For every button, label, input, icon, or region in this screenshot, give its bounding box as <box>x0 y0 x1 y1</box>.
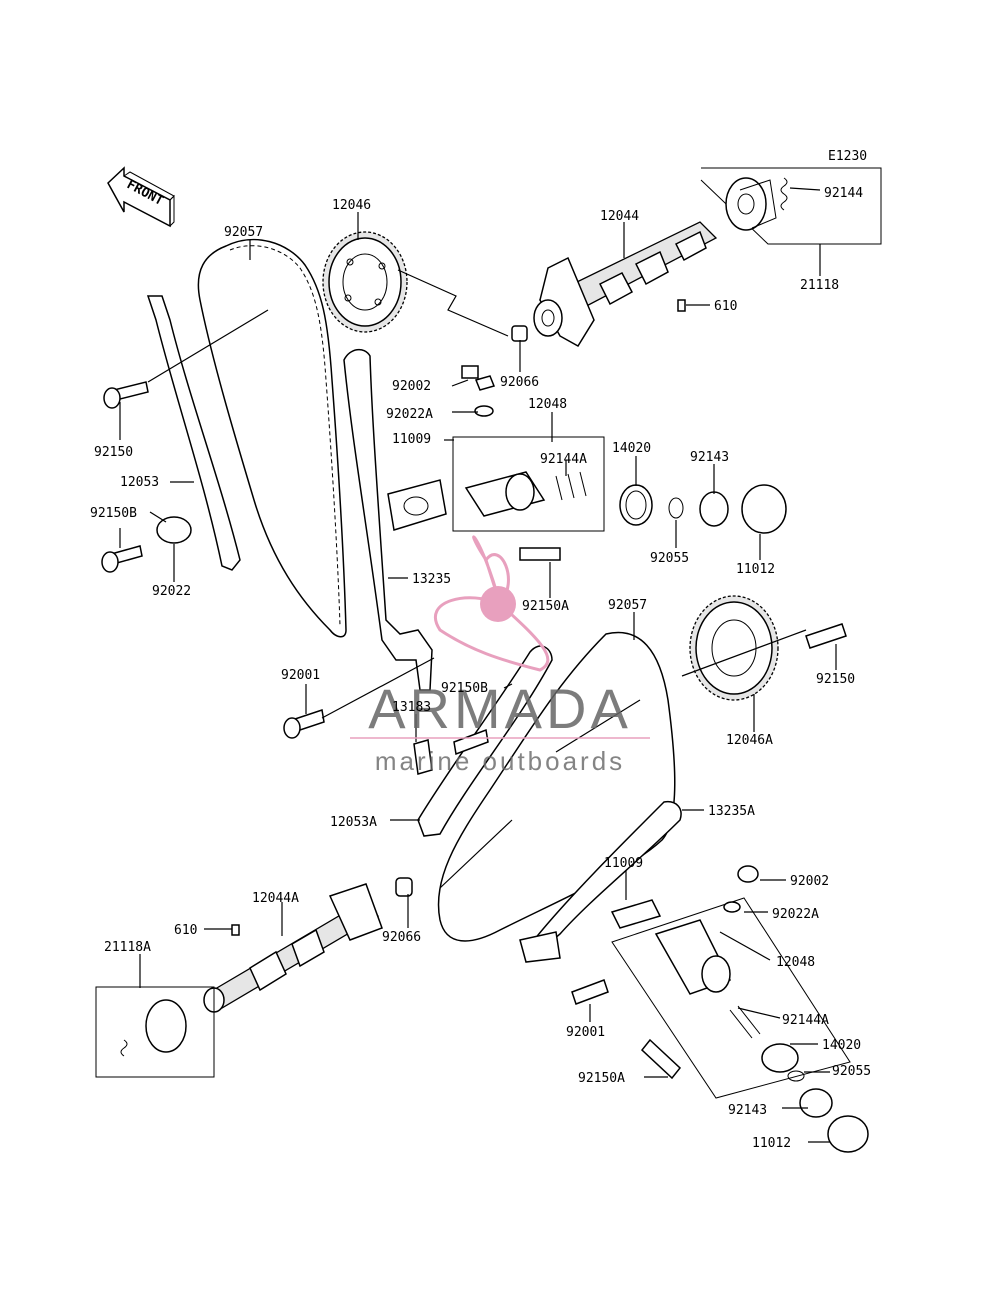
tensioner-upper <box>452 375 605 532</box>
sprocket-lower <box>689 595 779 701</box>
chain-upper <box>197 238 347 638</box>
part-label: 21118A <box>104 940 151 955</box>
decompressor-lower <box>95 986 215 1078</box>
chain-guide-upper <box>146 295 241 571</box>
sprocket-upper <box>322 231 408 333</box>
part-label: 12053A <box>330 815 377 830</box>
part-label: 13235 <box>412 572 451 587</box>
part-label: 610 <box>714 299 737 314</box>
part-label: 92022 <box>152 584 191 599</box>
cap-parts-lower <box>761 1043 869 1153</box>
part-label: 92144A <box>782 1013 829 1028</box>
part-label: 92001 <box>566 1025 605 1040</box>
bolt-92150a-lower <box>640 1038 682 1080</box>
part-label: 92144A <box>540 452 587 467</box>
watermark-tagline: marine outboards <box>375 746 625 776</box>
bolt-92002-lower <box>737 865 759 883</box>
bracket-13183 <box>413 739 433 775</box>
part-label: 92055 <box>832 1064 871 1079</box>
part-label: 12053 <box>120 475 159 490</box>
watermark-brand: ARMADA <box>368 677 632 740</box>
part-label: 12048 <box>528 397 567 412</box>
pin-610-lower <box>231 924 240 936</box>
part-label: 92022A <box>386 407 433 422</box>
cap-parts-upper <box>619 484 787 534</box>
part-label: 13183 <box>392 700 431 715</box>
armada-logo <box>350 535 650 739</box>
collar-92066-upper <box>511 325 528 342</box>
part-label: 12044A <box>252 891 299 906</box>
part-label: 92144 <box>824 186 863 201</box>
part-label: 12048 <box>776 955 815 970</box>
decompressor-upper <box>700 167 882 245</box>
part-label: 92150 <box>94 445 133 460</box>
part-label: 92022A <box>772 907 819 922</box>
leader-lines <box>119 187 837 1143</box>
part-label: 92143 <box>728 1103 767 1118</box>
washer-92022 <box>156 516 192 544</box>
part-labels: 92144 12044 12046 92057 21118 610 92066 … <box>90 186 871 1151</box>
part-label: 610 <box>174 923 197 938</box>
part-label: 13235A <box>708 804 755 819</box>
part-label: 12046 <box>332 198 371 213</box>
tensioner-guide-lower <box>532 800 682 947</box>
part-label: 92150B <box>90 506 137 521</box>
part-label: 12044 <box>600 209 639 224</box>
part-label: 92066 <box>500 375 539 390</box>
tensioner-guide-upper <box>343 348 433 691</box>
part-label: 92150A <box>578 1071 625 1086</box>
part-label: 92143 <box>690 450 729 465</box>
part-label: 92002 <box>392 379 431 394</box>
part-label: 92066 <box>382 930 421 945</box>
bolt-92001-lower <box>571 979 609 1005</box>
tensioner-lower <box>610 897 851 1099</box>
part-label: 14020 <box>612 441 651 456</box>
part-label: 92001 <box>281 668 320 683</box>
part-label: 12046A <box>726 733 773 748</box>
bolt-92150a-upper <box>519 547 561 561</box>
gasket-upper <box>387 479 447 531</box>
part-label: 11012 <box>752 1136 791 1151</box>
part-label: 92150 <box>816 672 855 687</box>
part-label: 21118 <box>800 278 839 293</box>
part-label: 11009 <box>604 856 643 871</box>
diagram-code: E1230 <box>828 149 867 164</box>
bolt-92150b-mid <box>453 728 489 756</box>
bolt-92002-upper <box>461 365 479 379</box>
part-label: 92150A <box>522 599 569 614</box>
part-label: 92150B <box>441 681 488 696</box>
part-label: 92057 <box>224 225 263 240</box>
front-arrow-icon: FRONT <box>107 166 175 228</box>
part-label: 14020 <box>822 1038 861 1053</box>
camshaft-upper <box>533 221 718 348</box>
part-label: 92055 <box>650 551 689 566</box>
bolt-92150-right <box>805 623 847 649</box>
collar-92066-lower <box>395 877 413 897</box>
part-label: 92057 <box>608 598 647 613</box>
camshaft-lower <box>203 883 383 1013</box>
part-label: 92002 <box>790 874 829 889</box>
part-label: 11009 <box>392 432 431 447</box>
washer-92022a-lower <box>723 901 741 913</box>
part-label: 11012 <box>736 562 775 577</box>
pin-610-upper <box>677 299 686 312</box>
